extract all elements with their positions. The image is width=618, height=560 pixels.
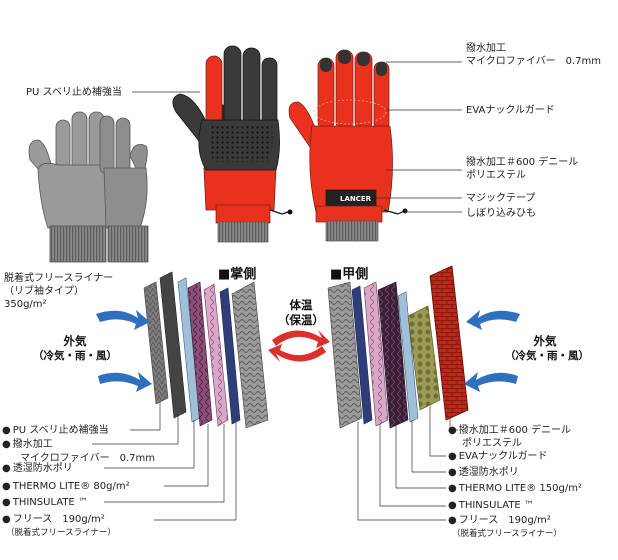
glove-palm-view xyxy=(172,45,293,243)
label-drawstring: しぼり込みひも xyxy=(466,208,536,219)
label-liner-3: 350g/m² xyxy=(4,299,47,310)
label-denier-1: 撥水加工＃600 デニール xyxy=(466,157,579,168)
palm-layer-thermolite: THERMO LITE® 80g/m² xyxy=(2,480,130,493)
palm-layers xyxy=(143,271,269,429)
palm-layer-breathable: 透湿防水ポリ xyxy=(2,462,73,475)
back-layer-thermolite: THERMO LITE® 150g/m² xyxy=(448,482,582,495)
palm-layer-fleece-liner: （脱着式フリースライナー） xyxy=(6,528,116,538)
palm-layer-fleece: フリース 190g/m² xyxy=(2,513,105,526)
outside-air-right-title: 外気 xyxy=(533,334,557,348)
brand-label: LANCER xyxy=(340,195,372,203)
palm-layer-microfiber: マイクロファイバー 0.7mm xyxy=(20,453,155,464)
label-water-repellent-1: 撥水加工 xyxy=(466,43,506,54)
label-magic-tape: マジックテープ xyxy=(466,193,536,204)
body-temp-sub: （保温） xyxy=(278,313,324,327)
label-liner-1: 脱着式フリースライナー xyxy=(4,273,114,284)
body-temp-title: 体温 xyxy=(289,298,313,312)
back-layers xyxy=(327,265,469,429)
liner-glove xyxy=(28,111,149,263)
palm-side-heading: ■掌側 xyxy=(218,267,257,282)
label-water-repellent-2: マイクロファイバー 0.7mm xyxy=(466,56,601,67)
body-temp-arrow xyxy=(268,330,330,362)
label-liner-2: （リブ袖タイプ） xyxy=(4,286,84,297)
palm-layer-thinsulate: THINSULATE ™ xyxy=(2,496,88,509)
label-pu-grip: PU スベリ止め補強当 xyxy=(26,87,122,98)
palm-layer-water-repellent: 撥水加工 xyxy=(2,438,53,451)
back-side-heading: ■甲側 xyxy=(330,267,369,282)
back-layer-fleece-liner: （脱着式フリースライナー） xyxy=(452,529,562,539)
back-layer-thinsulate: THINSULATE ™ xyxy=(448,499,534,512)
palm-leader-lines xyxy=(92,402,237,521)
back-layer-fleece: フリース 190g/m² xyxy=(448,514,551,527)
outside-air-left-title: 外気 xyxy=(63,334,87,348)
outside-air-arrows-left xyxy=(96,310,152,392)
back-leader-lines xyxy=(357,406,458,521)
outside-air-left-sub: （冷気・雨・風） xyxy=(33,350,117,362)
label-eva-knuckle: EVAナックルガード xyxy=(466,105,555,116)
label-denier-2: ポリエステル xyxy=(466,170,526,181)
glove-leader-lines xyxy=(132,61,462,213)
back-layer-breathable: 透湿防水ポリ xyxy=(448,466,519,479)
back-layer-polyester: ポリエステル xyxy=(462,438,522,449)
outside-air-right-sub: （冷気・雨・風） xyxy=(505,350,589,362)
outside-air-arrows-right xyxy=(464,310,520,392)
back-layer-denier: 撥水加工＃600 デニール xyxy=(448,424,571,437)
glove-back-view xyxy=(288,49,408,242)
palm-layer-pu: PU スベリ止め補強当 xyxy=(2,424,109,437)
back-layer-eva: EVAナックルガード xyxy=(448,450,548,463)
